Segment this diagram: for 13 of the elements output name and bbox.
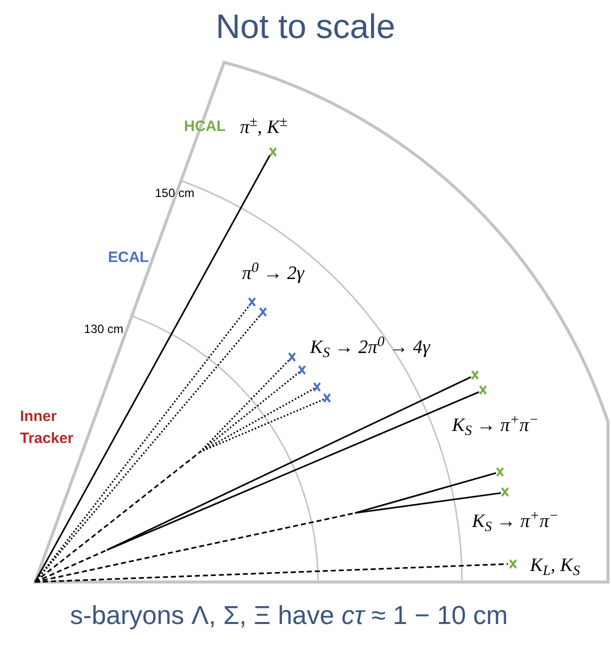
radius-label: 130 cm bbox=[84, 321, 124, 338]
title: Not to scale bbox=[216, 7, 396, 48]
particle-label: K$_{S}$ → 2π$^{0}$ → 4γ bbox=[310, 334, 430, 362]
particle-label: π$^{0}$ → 2γ bbox=[242, 260, 304, 286]
radius-label: 150 cm bbox=[155, 185, 194, 202]
region-label: Inner Tracker bbox=[20, 407, 74, 449]
particle-label: π$^{±}$, K$^{±}$ bbox=[240, 114, 288, 140]
caption: s-baryons Λ, Σ, Ξ have cτ ≈ 1 − 10 cm bbox=[70, 599, 508, 632]
particle-label: K$_{S}$ → π$^{+}$π$^{−}$ bbox=[472, 508, 559, 536]
particle-label: K$_{S}$ → π$^{+}$π$^{−}$ bbox=[452, 412, 539, 440]
particle-label: K$_{L}$, K$_{S}$ bbox=[530, 554, 580, 580]
region-label: HCAL bbox=[184, 117, 226, 137]
region-label: ECAL bbox=[108, 248, 149, 268]
